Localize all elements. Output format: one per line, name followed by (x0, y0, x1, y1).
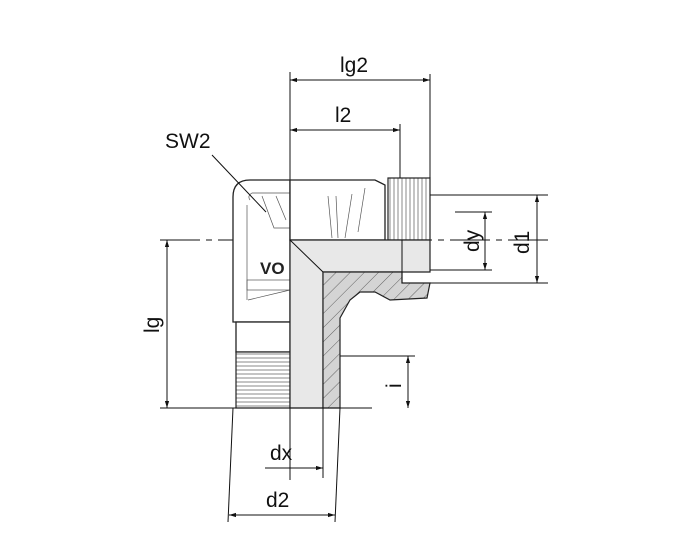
label-dx: dx (270, 442, 293, 465)
section-view (289, 239, 431, 409)
body-marking: VO (260, 259, 285, 278)
label-d2: d2 (266, 489, 289, 512)
label-l2: l2 (335, 104, 351, 127)
label-i: i (383, 383, 406, 388)
label-dy: dy (461, 229, 484, 252)
label-lg: lg (141, 317, 164, 333)
dimension-lines (160, 74, 548, 523)
label-lg2: lg2 (340, 54, 368, 77)
label-sw2: SW2 (165, 130, 211, 153)
dimension-labels: lg2 l2 SW2 dy d1 lg i dx d2 (141, 54, 534, 512)
label-d1: d1 (511, 231, 534, 254)
